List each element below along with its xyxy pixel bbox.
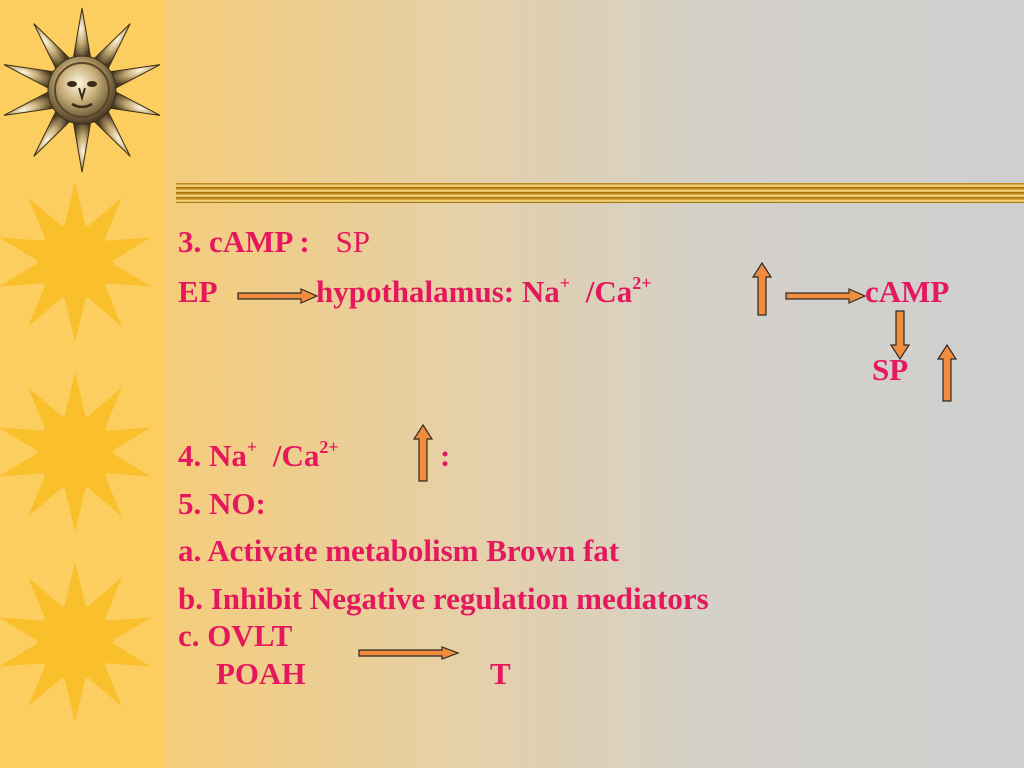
arrow-up-icon (937, 344, 957, 402)
line-no: 5. NO: (178, 486, 266, 521)
sun-face-icon (3, 7, 161, 173)
line-na-ca: 4. Na+ /Ca2+ (178, 438, 339, 474)
hypothalamus-na: hypothalamus: Na (316, 274, 560, 309)
sun-icon (0, 182, 152, 342)
ep-label: EP (178, 274, 218, 309)
arrow-right-icon (358, 646, 460, 660)
sun-decoration (0, 7, 161, 722)
ca-label-2: /Ca (272, 438, 320, 473)
sun-icon (0, 372, 152, 532)
arrow-right-icon (237, 288, 319, 304)
line-camp: 3. cAMP : SP (178, 224, 370, 260)
camp-value: SP (335, 224, 370, 259)
na-charge: + (559, 273, 571, 293)
arrow-right-icon (785, 288, 867, 304)
arrow-up-icon (413, 424, 433, 482)
arrow-down-icon (890, 310, 910, 360)
line-inhibit: b. Inhibit Negative regulation mediators (178, 581, 709, 616)
ca-charge-2: 2+ (319, 437, 339, 457)
poah-label: POAH (216, 656, 306, 691)
title-divider (176, 183, 1024, 203)
sun-icon (0, 562, 152, 722)
ca-charge: 2+ (632, 273, 652, 293)
na-charge-2: + (246, 437, 258, 457)
line-brown-fat: a. Activate metabolism Brown fat (178, 533, 620, 568)
na-prefix: 4. Na (178, 438, 247, 473)
t-label: T (490, 656, 511, 691)
ca-label: /Ca (585, 274, 633, 309)
sp-result: SP (872, 352, 909, 387)
line-ovlt: c. OVLT (178, 618, 293, 653)
camp-label: 3. cAMP : (178, 224, 310, 259)
hypothalamus-text: hypothalamus: Na+ /Ca2+ (316, 274, 652, 310)
arrow-up-icon (752, 262, 772, 316)
na-ca-colon: : (440, 438, 451, 473)
camp-result: cAMP (865, 274, 950, 309)
